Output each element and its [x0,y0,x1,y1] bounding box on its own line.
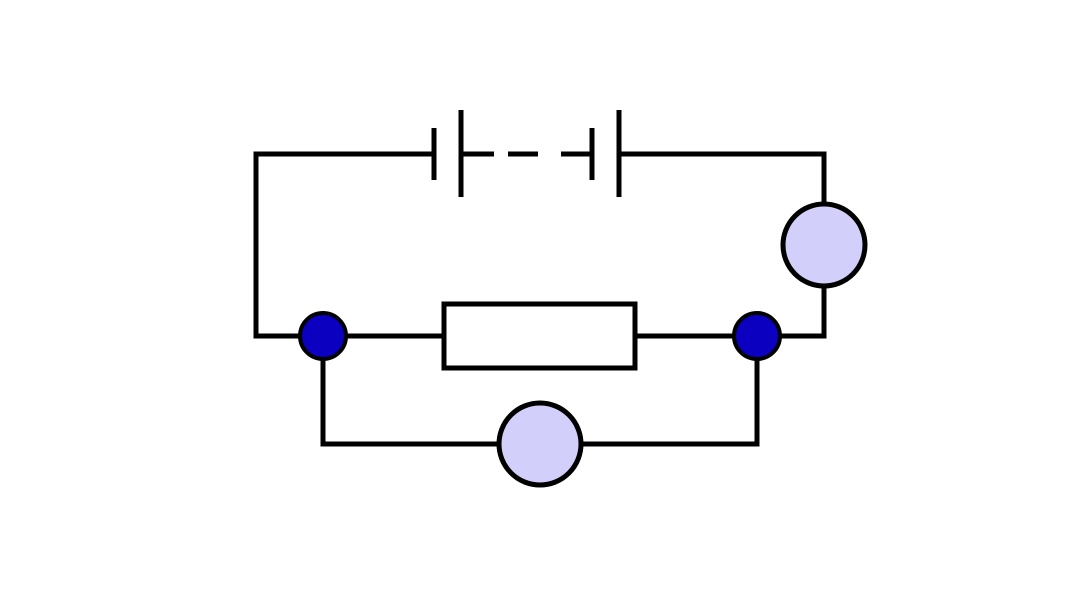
parallel-meter [496,400,584,488]
wire-top-right [616,151,827,207]
series-meter [780,201,868,289]
wire-top-left [253,151,437,339]
wire-parallel-right [578,333,760,447]
resistor [441,301,638,371]
battery [431,110,622,197]
junction-left [298,311,348,361]
junction-right [732,311,782,361]
wire-parallel-left [320,333,502,447]
